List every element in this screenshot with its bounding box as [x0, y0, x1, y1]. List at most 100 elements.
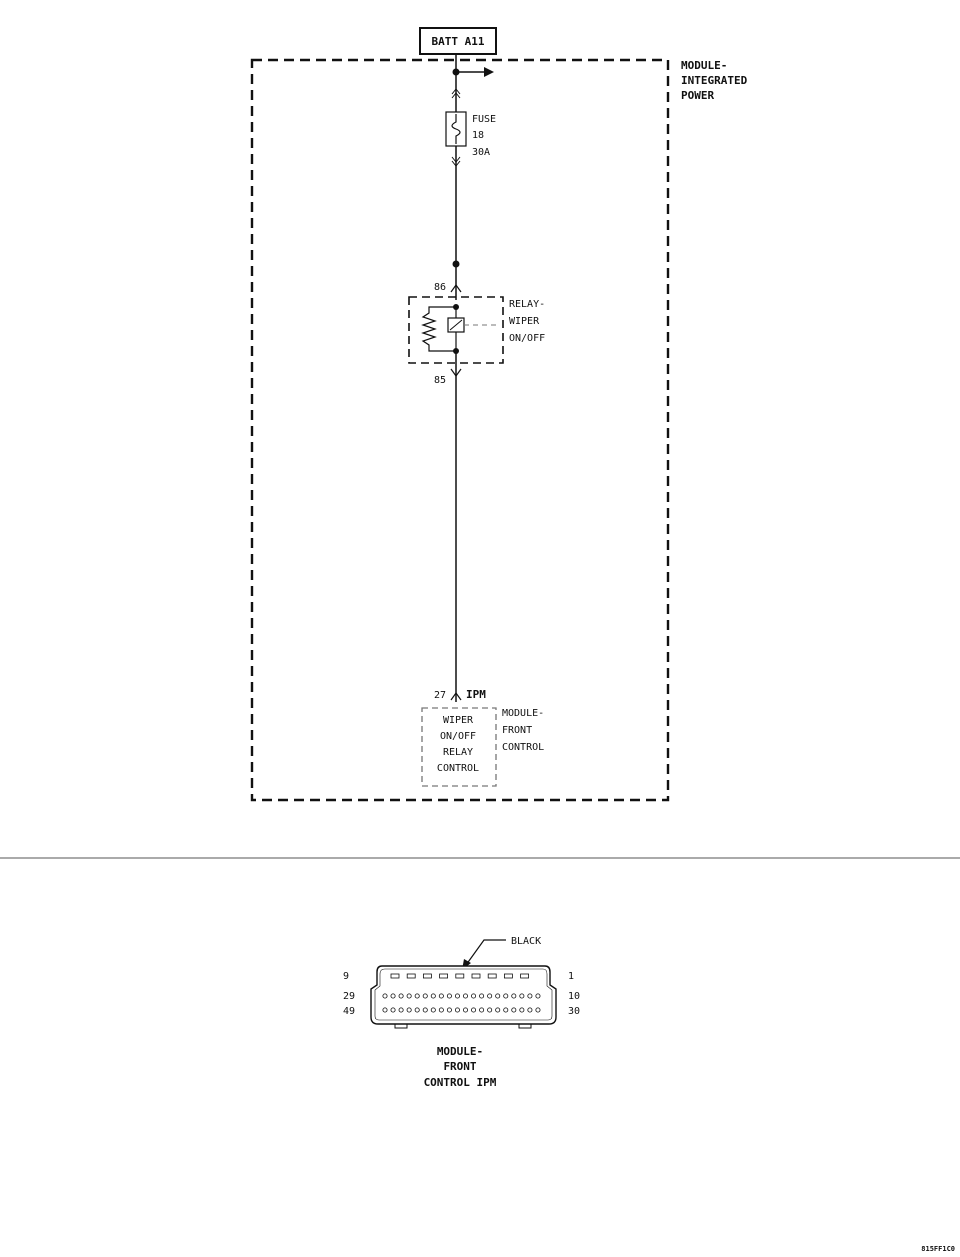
connector-pin-cavity: [446, 993, 452, 999]
pin86-connector: [450, 283, 462, 293]
connector-pin-row-top: [390, 973, 529, 979]
svg-text:MODULE-: MODULE-: [681, 59, 727, 72]
svg-text:WIPER: WIPER: [509, 316, 540, 327]
connector-pin-cavity: [527, 993, 533, 999]
pin-label-49: 49: [343, 1006, 355, 1017]
battery-label: BATT A11: [432, 35, 485, 48]
connector-pin-cavity: [390, 973, 400, 979]
svg-text:RELAY: RELAY: [443, 747, 473, 758]
pin27-label: 27: [434, 690, 446, 701]
svg-text:ON/OFF: ON/OFF: [509, 333, 545, 344]
connector-pin-cavity: [479, 993, 485, 999]
connector-pin-cavity: [511, 1007, 517, 1013]
fuse-symbol: [445, 111, 467, 147]
ipm-connector-label: IPM: [466, 688, 486, 701]
svg-text:ON/OFF: ON/OFF: [440, 731, 476, 742]
pin86-label: 86: [434, 282, 446, 293]
pin85-label: 85: [434, 375, 446, 386]
battery-box: BATT A11: [419, 27, 497, 55]
svg-text:MODULE-: MODULE-: [502, 708, 544, 719]
connector-pin-cavity: [471, 973, 481, 979]
connector-pin-cavity: [527, 1007, 533, 1013]
connector-pin-cavity: [462, 993, 468, 999]
branch-arrow: [456, 67, 494, 77]
pin-label-1: 1: [568, 971, 574, 982]
connector-caption: MODULE- FRONT CONTROL IPM: [424, 1045, 497, 1089]
ipm-connector-face: [370, 965, 557, 1029]
connector-color-callout: BLACK: [462, 936, 541, 970]
integrated-power-module-label: MODULE- INTEGRATED POWER: [681, 59, 748, 102]
connector-pin-cavity: [398, 993, 404, 999]
connector-pin-cavity: [406, 973, 416, 979]
svg-text:18: 18: [472, 130, 484, 141]
connector-pin-cavity: [439, 973, 449, 979]
connector-pin-cavity: [390, 1007, 396, 1013]
connector-pin-cavity: [519, 993, 525, 999]
connector-pin-cavity: [487, 973, 497, 979]
svg-text:CONTROL IPM: CONTROL IPM: [424, 1076, 497, 1089]
svg-text:RELAY-: RELAY-: [509, 299, 545, 310]
pin-label-29: 29: [343, 991, 355, 1002]
svg-text:FUSE: FUSE: [472, 114, 496, 125]
connector-pin-cavity: [487, 993, 493, 999]
connector-pin-cavity: [503, 1007, 509, 1013]
connector-pin-cavity: [446, 1007, 452, 1013]
connector-pin-row-mid: [382, 993, 541, 999]
connector-pin-cavity: [382, 993, 388, 999]
connector-pin-cavity: [455, 973, 465, 979]
connector-pin-cavity: [430, 1007, 436, 1013]
connector-pin-cavity: [422, 993, 428, 999]
connector-pin-cavity: [487, 1007, 493, 1013]
connector-pin-cavity: [495, 1007, 501, 1013]
connector-pin-cavity: [511, 993, 517, 999]
connector-pin-cavity: [422, 973, 432, 979]
connector-pin-cavity: [471, 1007, 477, 1013]
connector-pin-cavity: [406, 1007, 412, 1013]
connector-pin-cavity: [535, 1007, 541, 1013]
connector-pin-cavity: [471, 993, 477, 999]
connector-pin-cavity: [422, 1007, 428, 1013]
pin-label-10: 10: [568, 991, 580, 1002]
connector-pin-cavity: [414, 1007, 420, 1013]
connector-pin-cavity: [503, 973, 513, 979]
svg-text:FRONT: FRONT: [443, 1060, 476, 1073]
connector-pin-cavity: [454, 1007, 460, 1013]
connector-pin-cavity: [414, 993, 420, 999]
integrated-power-module-boundary: [250, 58, 670, 802]
relay-label: RELAY- WIPER ON/OFF: [509, 299, 545, 344]
relay-coil-symbol: [421, 304, 500, 354]
connector-pin-cavity: [520, 973, 529, 979]
front-control-module-box: [421, 707, 497, 787]
connector-pin-cavity: [390, 993, 396, 999]
connector-pin-cavity: [382, 1007, 388, 1013]
connector-pin-cavity: [406, 993, 412, 999]
pin-label-9: 9: [343, 971, 349, 982]
fuse-label: FUSE 18 30A: [472, 114, 496, 158]
figure-id: 815FF1C0: [921, 1245, 955, 1253]
connector-pin-cavity: [430, 993, 436, 999]
svg-text:WIPER: WIPER: [443, 715, 474, 726]
connector-pin-cavity: [495, 993, 501, 999]
svg-text:MODULE-: MODULE-: [437, 1045, 483, 1058]
pin27-connector: [450, 691, 462, 701]
svg-text:30A: 30A: [472, 147, 490, 158]
connector-pin-cavity: [398, 1007, 404, 1013]
connector-pin-cavity: [462, 1007, 468, 1013]
svg-text:CONTROL: CONTROL: [502, 742, 544, 753]
connector-pin-cavity: [535, 993, 541, 999]
pin-label-30: 30: [568, 1006, 580, 1017]
svg-text:BLACK: BLACK: [511, 936, 541, 947]
front-control-module-label: MODULE- FRONT CONTROL: [502, 708, 544, 753]
connector-pin-cavity: [503, 993, 509, 999]
front-control-module-inner-label: WIPER ON/OFF RELAY CONTROL: [437, 715, 479, 774]
connector-pin-cavity: [438, 993, 444, 999]
connector-pin-row-bottom: [382, 1007, 541, 1013]
svg-text:FRONT: FRONT: [502, 725, 532, 736]
svg-text:CONTROL: CONTROL: [437, 763, 479, 774]
connector-pin-cavity: [438, 1007, 444, 1013]
connector-pin-cavity: [479, 1007, 485, 1013]
connector-pin-cavity: [519, 1007, 525, 1013]
relay-boundary: [408, 296, 504, 364]
connector-pin-cavity: [454, 993, 460, 999]
